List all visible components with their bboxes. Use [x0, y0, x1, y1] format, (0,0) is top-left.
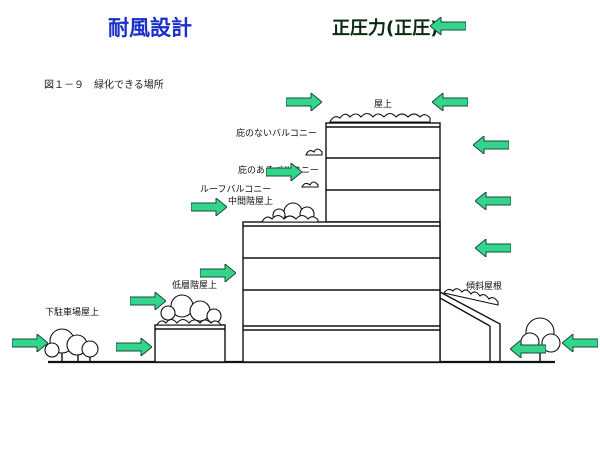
slide-title: 耐風設計: [108, 16, 192, 40]
wind-arrow-icon: [191, 198, 227, 216]
label-roof-balcony: ルーフバルコニー: [200, 185, 272, 195]
wind-arrow-icon: [430, 17, 466, 35]
label-mid-roof: 中間階屋上: [228, 197, 274, 207]
label-low-roof: 低層階屋上: [172, 281, 218, 291]
wind-arrow-icon: [475, 192, 511, 210]
wind-arrow-icon: [286, 93, 322, 111]
label-parking-roof: 下駐車場屋上: [45, 308, 100, 318]
wind-arrow-icon: [266, 163, 302, 181]
wind-arrow-icon: [432, 93, 468, 111]
wind-arrow-icon: [473, 136, 509, 154]
label-sloped-roof: 傾斜屋根: [466, 282, 503, 292]
wind-arrow-icon: [200, 264, 236, 282]
label-balcony-no-eaves: 庇のないバルコニー: [236, 129, 317, 139]
wind-arrow-icon: [116, 338, 152, 356]
figure-caption: 図１－９ 緑化できる場所: [44, 80, 164, 91]
wind-arrow-icon: [510, 340, 546, 358]
wind-arrow-icon: [12, 334, 48, 352]
wind-arrow-icon: [562, 334, 598, 352]
wind-arrow-icon: [130, 292, 166, 310]
pressure-label: 正圧力(正圧): [332, 18, 439, 39]
label-roof: 屋上: [374, 100, 393, 110]
wind-arrow-icon: [475, 239, 511, 257]
